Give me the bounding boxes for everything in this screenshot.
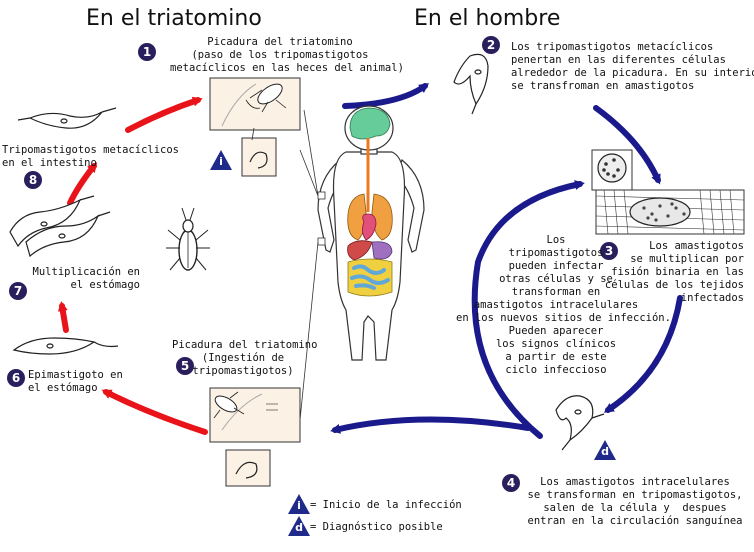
step-7-label: Multiplicación en el estómago bbox=[32, 266, 140, 291]
step-5-badge: 5 bbox=[176, 357, 194, 375]
arrow-5-to-6 bbox=[101, 389, 208, 435]
step-7-badge: 7 bbox=[9, 282, 27, 300]
step-3-label: Los amastigotos se multiplican por fisió… bbox=[604, 240, 744, 304]
legend-diagnostic-icon: d bbox=[288, 516, 310, 536]
legend-infective-text: = Inicio de la infección bbox=[310, 499, 462, 511]
reinfection-text: Los tripomastigotos pueden infectar otra… bbox=[456, 234, 671, 376]
step-5-label: Picadura del triatomino (Ingestión de tr… bbox=[172, 339, 318, 377]
intestine bbox=[350, 264, 390, 290]
arrow-4-to-1 bbox=[330, 416, 531, 434]
vector-title: En el triatomino bbox=[86, 6, 262, 31]
infected-cell-icon bbox=[591, 149, 633, 191]
human-title: En el hombre bbox=[414, 6, 561, 31]
arrow-8-to-1 bbox=[125, 96, 203, 133]
triatomine-bug-icon bbox=[166, 207, 210, 271]
human-cycle-arrows bbox=[330, 83, 683, 439]
legend-diagnostic-text: = Diagnóstico posible bbox=[310, 521, 443, 533]
heart bbox=[362, 213, 377, 241]
step-4-badge: 4 bbox=[502, 474, 520, 492]
legend-infective-icon: i bbox=[288, 494, 310, 514]
arrow-3-to-4 bbox=[603, 295, 683, 413]
arrow-reinfection bbox=[471, 180, 585, 439]
brain bbox=[349, 107, 391, 140]
vector-cycle-arrows bbox=[57, 96, 208, 435]
arrow-6-to-7 bbox=[57, 301, 69, 333]
step-3-badge: 3 bbox=[600, 242, 618, 260]
arrow-1-to-2 bbox=[342, 83, 430, 109]
step-6-label: Epimastigoto en el estómago bbox=[28, 369, 123, 394]
human-body-icon bbox=[299, 105, 425, 421]
trypanosome-6 bbox=[12, 337, 96, 355]
step-4-label: Los amastigotos intracelulares se transf… bbox=[527, 476, 743, 527]
step-6-badge: 6 bbox=[7, 369, 25, 387]
infective-stage-icon: i bbox=[210, 150, 232, 170]
trypanosome-human-icon bbox=[453, 53, 605, 451]
diagnostic-stage-icon: d bbox=[594, 440, 616, 460]
arrow-7-to-8 bbox=[67, 162, 98, 206]
step-8-badge: 8 bbox=[24, 171, 42, 189]
trypanosome-icon bbox=[9, 107, 119, 355]
arrow-2-to-3 bbox=[593, 105, 661, 185]
liver bbox=[347, 240, 373, 261]
step-2-badge: 2 bbox=[482, 36, 500, 54]
trypanosome-2 bbox=[453, 53, 489, 106]
step-1-badge: 1 bbox=[138, 43, 156, 61]
muscle-tissue-icon bbox=[595, 189, 745, 235]
trypanosome-4 bbox=[555, 395, 594, 442]
bite-inset-1 bbox=[209, 77, 301, 177]
step-1-label: Picadura del triatomino (paso de los tri… bbox=[170, 36, 404, 74]
bite-inset-5 bbox=[209, 387, 301, 487]
step-2-label: Los tripomastigotos metacíclicos penerta… bbox=[511, 41, 754, 92]
stomach bbox=[371, 241, 393, 260]
step-8-label: Tripomastigotos metacíclicos en el intes… bbox=[2, 144, 180, 169]
